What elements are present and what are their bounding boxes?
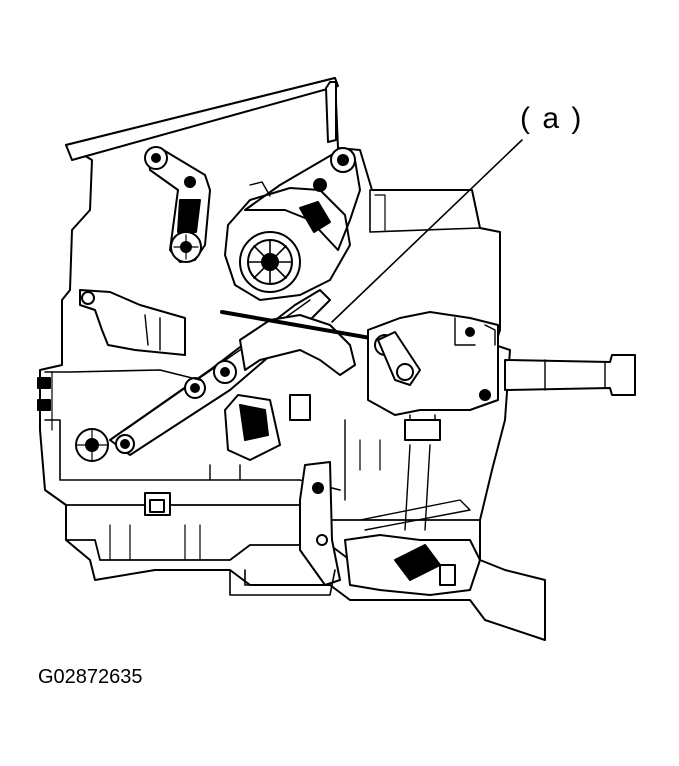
- callout-label-a: ( a ): [520, 102, 584, 135]
- motor-frame: [245, 150, 360, 250]
- left-sensor-body: [80, 290, 185, 355]
- lower-bracket: [300, 462, 340, 585]
- right-housing-side: [480, 228, 500, 330]
- top-panel: [66, 78, 338, 160]
- callout-leader-line: [332, 140, 522, 322]
- control-cable: [222, 312, 382, 340]
- actuator-connector: [405, 420, 440, 440]
- upper-crank-slot: [178, 200, 200, 232]
- top-bracket: [326, 82, 336, 142]
- servo-actuator: [368, 312, 498, 415]
- left-harness: [45, 370, 200, 380]
- figure-code: G02872635: [38, 666, 143, 688]
- lower-tubing: [230, 570, 335, 595]
- output-shaft: [505, 355, 635, 395]
